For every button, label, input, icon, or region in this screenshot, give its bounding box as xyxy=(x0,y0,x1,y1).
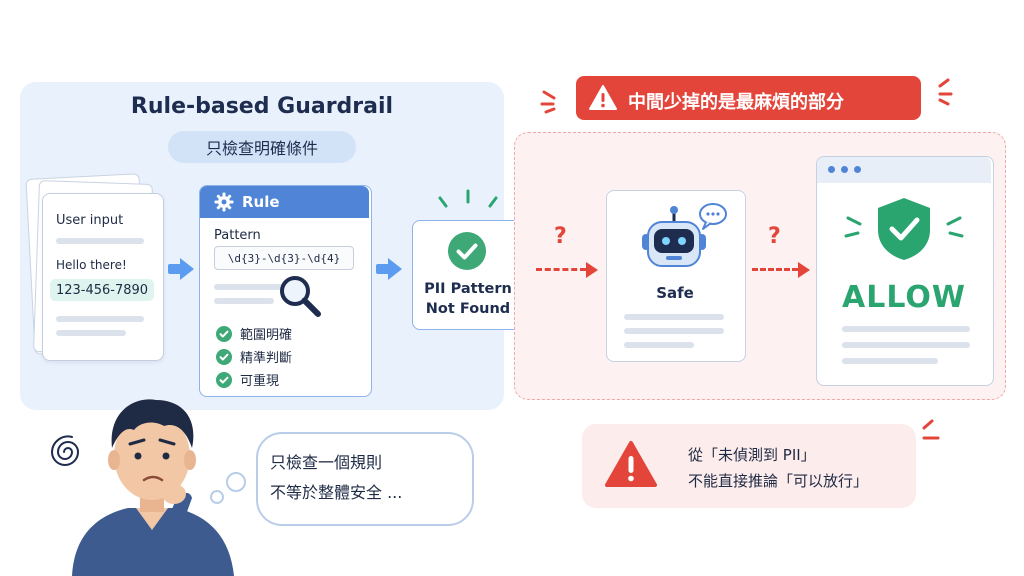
conclusion-line1: 從「未偵測到 PII」 xyxy=(688,446,816,464)
thinking-person-illustration xyxy=(72,399,234,576)
text-line xyxy=(842,358,938,364)
check-circle-icon xyxy=(216,371,232,388)
emphasis-lines xyxy=(438,189,498,208)
check-item: 精準判斷 xyxy=(216,347,292,366)
user-input-phone: 123-456-7890 xyxy=(50,279,154,301)
alert-lines xyxy=(540,90,556,114)
pattern-label: Pattern xyxy=(214,228,261,243)
thought-dot xyxy=(226,472,246,492)
warning-triangle-icon xyxy=(605,441,657,487)
rule-card-title: Rule xyxy=(242,193,280,211)
text-line xyxy=(624,342,694,348)
gear-icon xyxy=(214,192,234,212)
panel-title: Rule-based Guardrail xyxy=(130,94,394,119)
thought-line1: 只檢查一個規則 xyxy=(270,453,383,472)
check-item: 範圍明確 xyxy=(216,324,292,343)
window-dot xyxy=(854,166,861,173)
unknown-step-mark: ? xyxy=(554,224,567,249)
conclusion-text: 從「未偵測到 PII」 不能直接推論「可以放行」 xyxy=(688,442,868,494)
panel-subtitle: 只檢查明確條件 xyxy=(168,131,356,163)
check-circle-icon xyxy=(216,348,232,365)
allow-label: ALLOW xyxy=(842,280,966,315)
check-label: 範圍明確 xyxy=(240,328,293,343)
robot-icon xyxy=(642,203,727,267)
uncertain-arrow-head xyxy=(586,262,598,278)
text-line xyxy=(56,316,144,322)
text-line xyxy=(842,342,970,348)
warning-triangle-icon xyxy=(589,85,617,110)
text-line xyxy=(214,284,284,290)
uncertain-arrow-head xyxy=(798,262,810,278)
regex-pattern: \d{3}-\d{3}-\d{4} xyxy=(214,246,354,270)
magnifier-icon xyxy=(280,276,321,317)
text-line xyxy=(624,328,724,334)
safe-label: Safe xyxy=(656,284,694,302)
window-dot xyxy=(841,166,848,173)
pii-result-text: PII Pattern Not Found xyxy=(412,279,524,319)
flow-arrow xyxy=(168,264,182,274)
uncertain-arrow xyxy=(536,268,586,271)
text-line xyxy=(56,238,144,244)
alert-lines xyxy=(922,419,940,440)
check-label: 精準判斷 xyxy=(240,351,293,366)
check-label: 可重現 xyxy=(240,374,280,389)
check-circle-icon xyxy=(216,325,232,342)
thought-line2: 不等於整體安全 ... xyxy=(270,483,403,502)
conclusion-line2: 不能直接推論「可以放行」 xyxy=(688,472,869,490)
unknown-step-mark: ? xyxy=(768,224,781,249)
check-circle-icon xyxy=(448,232,486,270)
user-input-greeting: Hello there! xyxy=(56,258,127,272)
flow-arrow xyxy=(376,264,390,274)
thought-bubble xyxy=(256,432,474,526)
text-line xyxy=(842,326,970,332)
text-line xyxy=(624,314,724,320)
text-line xyxy=(56,330,126,336)
thought-dot xyxy=(210,490,224,504)
check-item: 可重現 xyxy=(216,370,279,389)
window-dot xyxy=(828,166,835,173)
warning-banner xyxy=(576,76,921,120)
text-line xyxy=(214,298,274,304)
user-input-label: User input xyxy=(56,213,124,228)
alert-lines xyxy=(938,78,953,106)
pii-result-line1: PII Pattern xyxy=(424,281,512,297)
thought-text: 只檢查一個規則 不等於整體安全 ... xyxy=(270,448,402,508)
flow-arrow-head xyxy=(180,258,194,280)
allow-window xyxy=(816,156,994,386)
window-dots xyxy=(828,166,861,173)
confused-scribble-icon xyxy=(50,435,80,466)
pii-result-line2: Not Found xyxy=(425,301,511,317)
shield-check-icon xyxy=(844,198,964,260)
warning-banner-text: 中間少掉的是最麻煩的部分 xyxy=(628,92,844,113)
uncertain-arrow xyxy=(752,268,798,271)
flow-arrow-head xyxy=(388,258,402,280)
